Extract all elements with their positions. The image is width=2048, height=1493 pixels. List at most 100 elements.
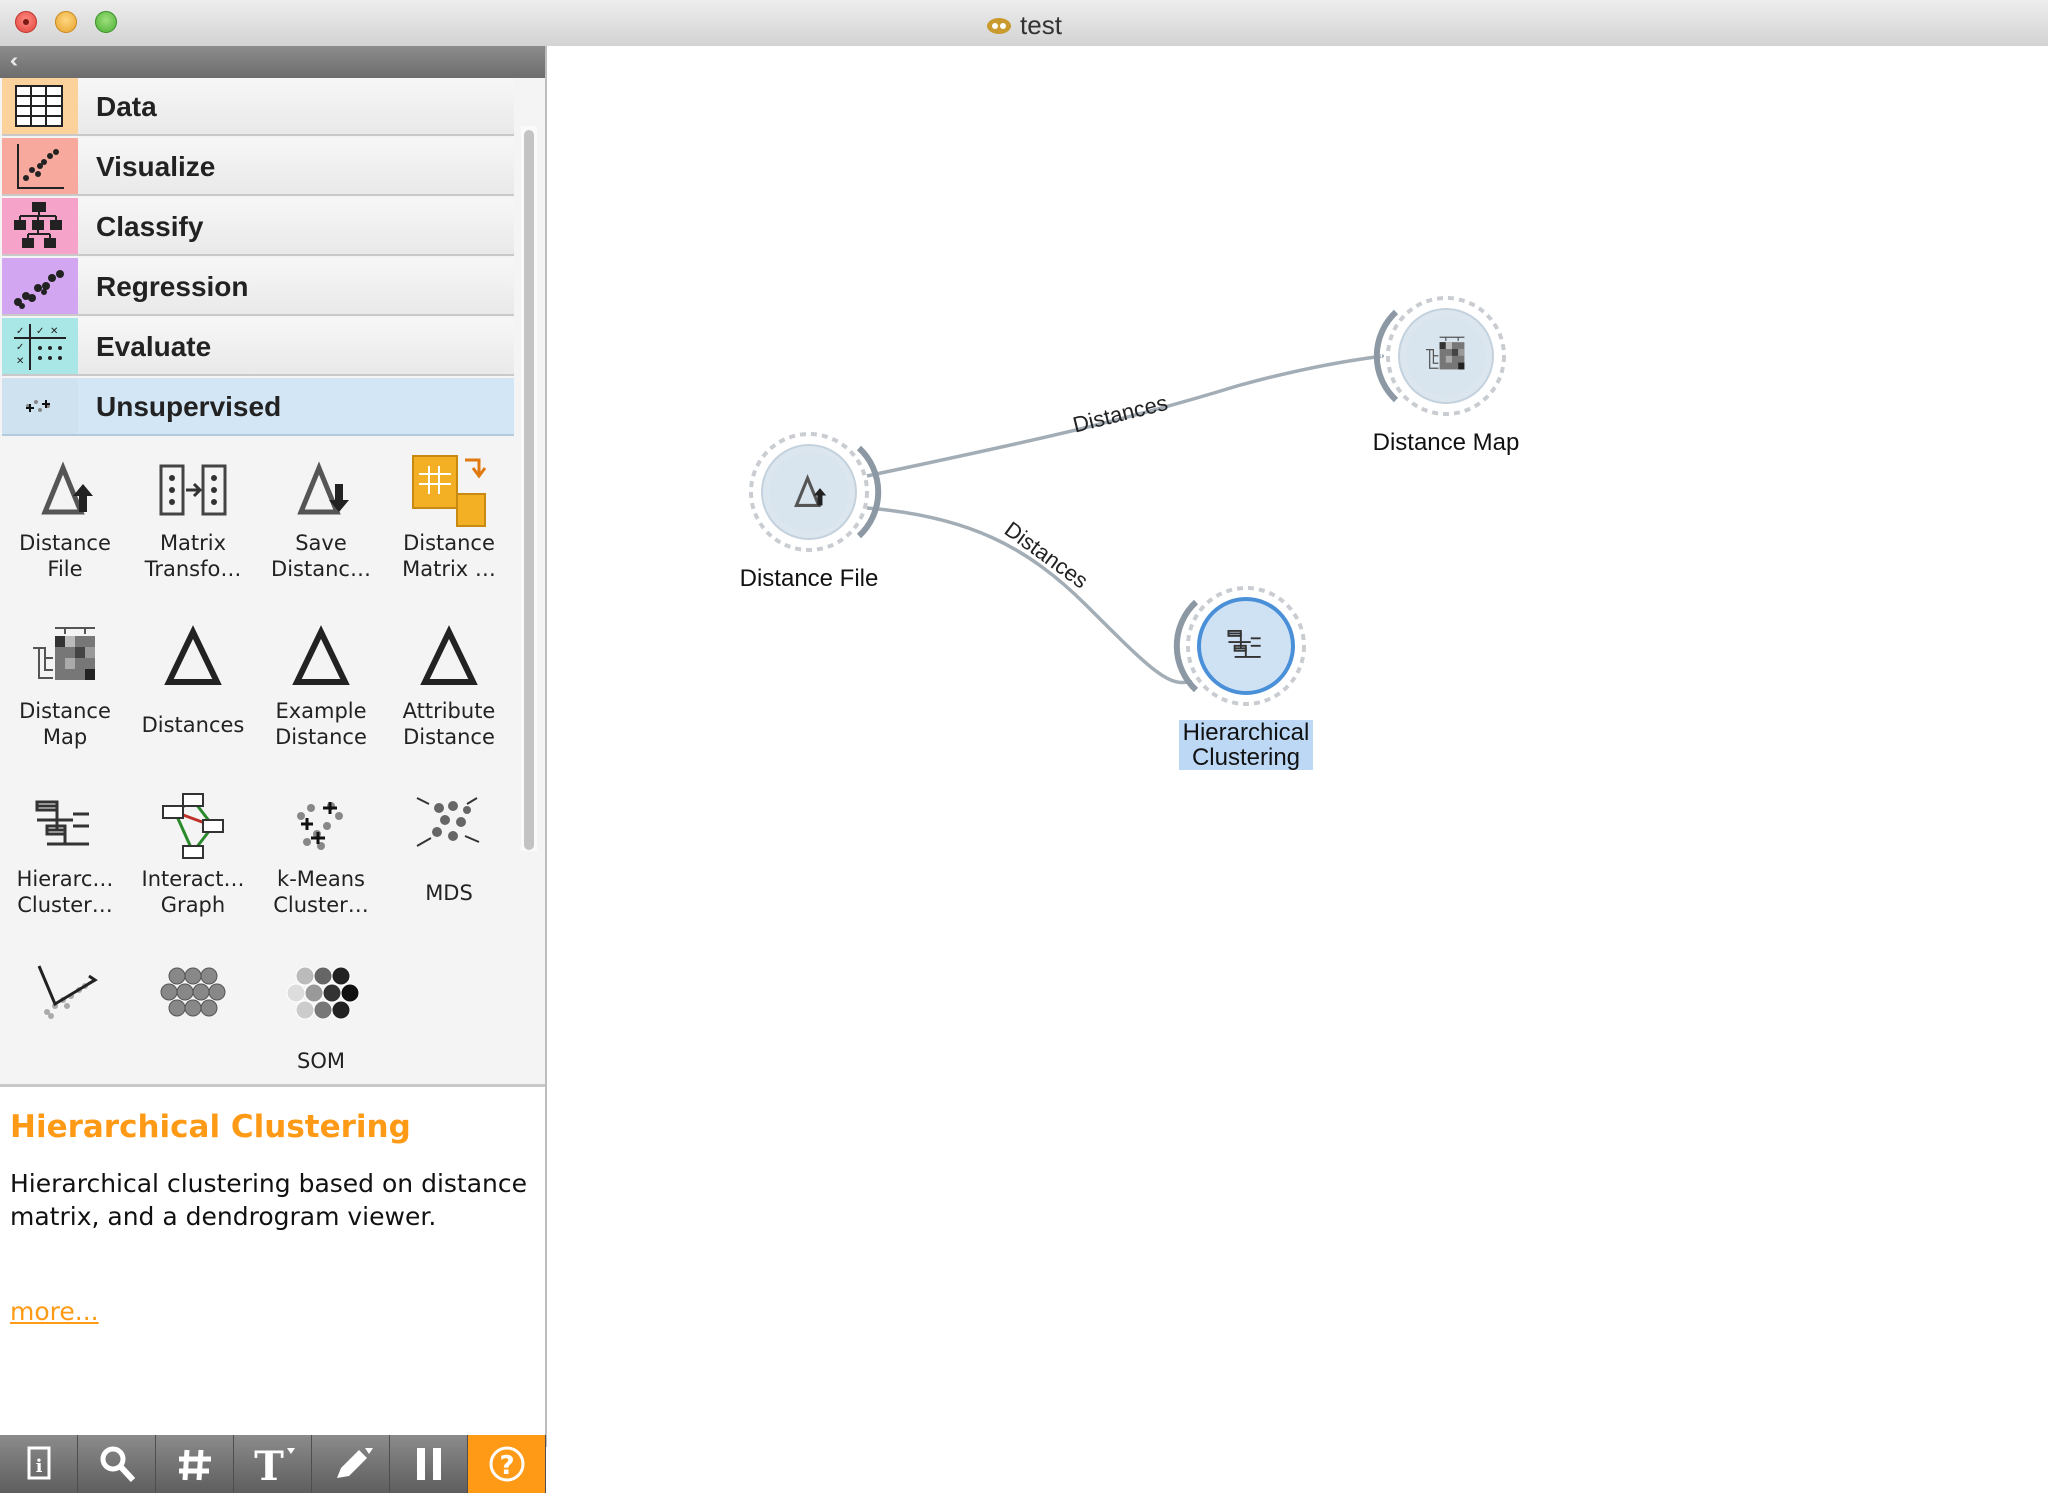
svg-text:✕: ✕ [16,356,24,367]
document-icon [987,18,1012,34]
text-button[interactable]: T [234,1435,312,1493]
distance-file-icon [3,450,127,530]
link-line[interactable] [866,506,1192,685]
help-button[interactable]: ? [468,1435,546,1493]
category-visualize-icon [2,138,78,194]
collapse-dock-icon[interactable]: ‹‹‹ [10,50,18,72]
node-label-text: Distance Map [1372,429,1520,456]
example-distance-icon [259,618,383,698]
widget-label: MDS [425,881,473,905]
svg-text:✕: ✕ [50,326,58,337]
toolbox-scrollbar[interactable] [521,126,537,851]
dock-header: ‹‹‹ [0,46,545,78]
widget-kmeans[interactable]: k-Means Cluster… [259,786,383,918]
category-label: Data [96,91,157,122]
widget-distance-file[interactable]: Distance File [3,450,127,582]
text-icon: T [254,1444,295,1484]
widget-label: SOM [297,1049,345,1073]
widget-label: k-Means Cluster… [273,867,369,917]
scrollbar-thumb[interactable] [524,130,534,850]
node-hierarchical-clustering[interactable]: Hierarchical Clustering [1126,576,1366,776]
widget-distance-matrix[interactable]: Distance Matrix … [387,450,511,582]
search-button[interactable] [78,1435,156,1493]
widget-save-distance[interactable]: Save Distanc… [259,450,383,582]
info-icon: i [27,1446,51,1480]
widget-pca[interactable] [3,954,127,1034]
node-label: Hierarchical Clustering [1126,720,1366,770]
svg-text:i: i [36,1456,43,1477]
widget-som[interactable]: SOM [259,954,383,1074]
category-label: Regression [96,271,249,302]
info-button[interactable]: i [0,1435,78,1493]
minimize-window-button[interactable] [55,11,77,33]
widget-distance-map[interactable]: Distance Map [3,618,127,750]
matrix-transform-icon [131,450,255,530]
interaction-graph-icon [131,786,255,866]
pen-icon [337,1448,373,1478]
widget-label: Distance File [19,531,111,581]
close-window-button[interactable] [15,11,37,33]
search-icon [100,1446,136,1483]
grid-button[interactable] [156,1435,234,1493]
zoom-window-button[interactable] [95,11,117,33]
node-distance-file[interactable]: Distance File [689,422,929,622]
node-label-text: Distance File [739,565,879,592]
widget-matrix-transform[interactable]: Matrix Transfo… [131,450,255,582]
mds-icon [387,786,511,866]
attribute-distance-icon [387,618,511,698]
distance-map-icon [1326,286,1566,431]
window-title-text: test [1020,10,1062,40]
svg-text:?: ? [499,1451,514,1481]
widget-distances[interactable]: Distances [131,618,255,738]
category-visualize[interactable]: Visualize [2,138,514,196]
category-label: Classify [96,211,204,242]
help-icon: ? [489,1446,525,1482]
category-regression[interactable]: Regression [2,258,514,316]
description-pane: Hierarchical Clustering Hierarchical clu… [0,1084,545,1438]
widget-label: Interact… Graph [141,867,245,917]
category-classify[interactable]: Classify [2,198,514,256]
node-body [1173,586,1306,706]
category-label: Unsupervised [96,391,282,422]
som-icon [259,954,383,1034]
category-unsupervised[interactable]: Unsupervised [2,378,514,436]
distances-icon [131,618,255,698]
widget-hierarchical-clustering[interactable]: Hierarc… Cluster… [3,786,127,918]
widget-label: Distances [141,713,245,737]
category-regression-icon [2,258,78,314]
widget-example-distance[interactable]: Example Distance [259,618,383,750]
widget-mds[interactable]: MDS [387,786,511,906]
distance-map-icon [3,618,127,698]
link-line[interactable] [866,354,1384,478]
svg-text:✓: ✓ [16,326,24,337]
svg-text:✓: ✓ [16,342,24,353]
category-evaluate[interactable]: ✓✓✕✓✕Evaluate [2,318,514,376]
pen-button[interactable] [312,1435,390,1493]
node-distance-map[interactable]: Distance Map [1326,286,1566,486]
svg-text:✓: ✓ [36,326,44,337]
category-data[interactable]: Data [2,78,514,136]
distance-matrix-icon [387,450,511,530]
widget-attribute-distance[interactable]: Attribute Distance [387,618,511,750]
widget-som-hex[interactable] [131,954,255,1034]
link-label: Distances [1070,390,1170,438]
category-classify-icon [2,198,78,254]
pca-icon [3,954,127,1034]
more-link[interactable]: more... [10,1297,99,1326]
save-distance-icon [259,450,383,530]
node-label: Distance File [689,566,929,591]
widget-interaction-graph[interactable]: Interact… Graph [131,786,255,918]
window-title: test [0,10,2048,41]
node-body [1373,296,1506,416]
dock-bottom-toolbar: i T? [0,1435,546,1493]
kmeans-icon [259,786,383,866]
widget-label: Attribute Distance [402,699,496,749]
svg-text:T: T [254,1444,284,1484]
description-title: Hierarchical Clustering [10,1109,411,1145]
category-label: Visualize [96,151,216,182]
pause-button[interactable] [390,1435,468,1493]
